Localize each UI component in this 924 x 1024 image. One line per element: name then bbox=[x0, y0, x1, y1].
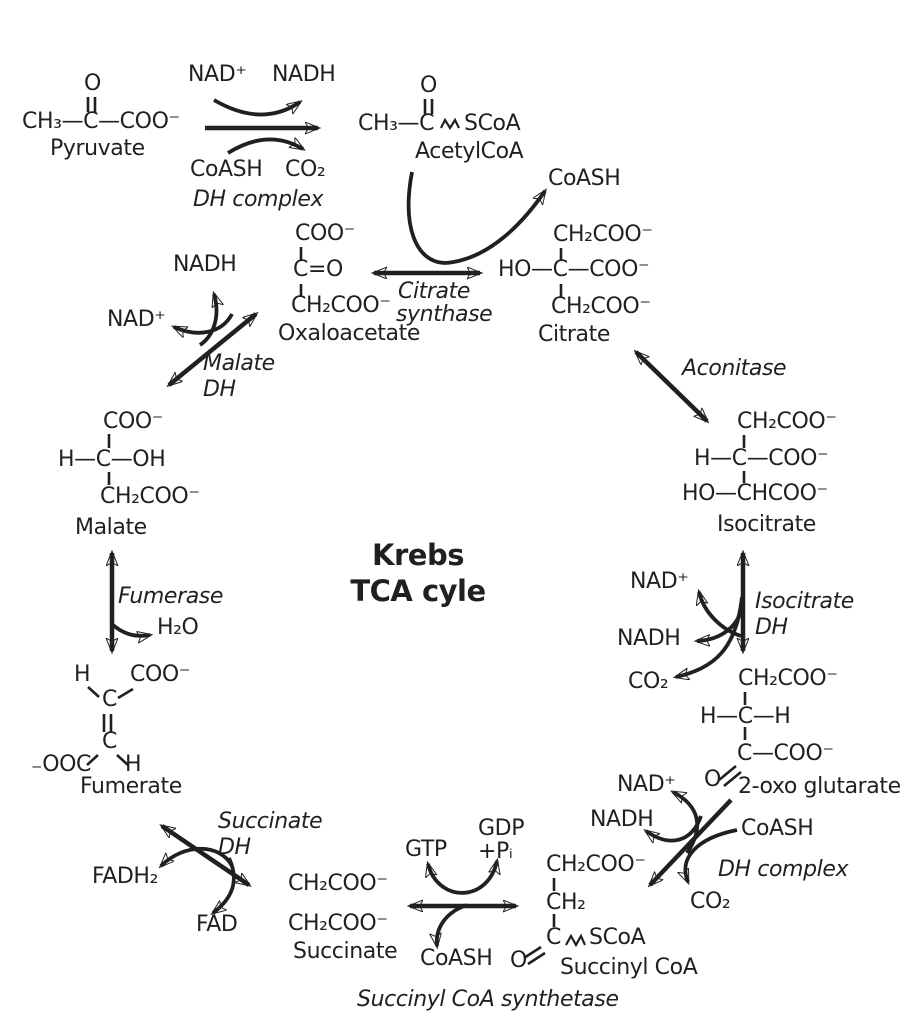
isocitrate-line2: H—C—COO⁻ bbox=[694, 446, 829, 471]
pdh-co2-label: CO₂ bbox=[285, 157, 326, 182]
scs-gdp-label: GDP bbox=[478, 816, 525, 841]
oxoglutarate-line3: C—COO⁻ bbox=[737, 741, 834, 766]
pyruvate-carbonyl-o: O bbox=[84, 71, 101, 96]
pdh-coash-label: CoASH bbox=[190, 157, 263, 182]
scs-coash-curve bbox=[437, 903, 468, 946]
succinate-label: Succinate bbox=[293, 939, 398, 964]
succinate-line1: CH₂COO⁻ bbox=[288, 871, 388, 896]
ogdh-coash-label: CoASH bbox=[741, 816, 814, 841]
malate-line1: COO⁻ bbox=[103, 409, 164, 434]
oxaloacetate-label: Oxaloacetate bbox=[278, 321, 420, 346]
succinylcoa-carbonyl-o: O bbox=[510, 948, 527, 973]
oxoglutarate-line2: H—C—H bbox=[700, 704, 791, 729]
acetylcoa-chain: CH₃—C bbox=[358, 111, 435, 136]
pyruvate-dh-enzyme-label: DH complex bbox=[193, 187, 324, 212]
idh-nadh-label: NADH bbox=[617, 626, 681, 651]
fumerase-h2o-label: H₂O bbox=[157, 615, 199, 640]
malate-label: Malate bbox=[75, 515, 147, 540]
oxaloacetate-line1: COO⁻ bbox=[295, 221, 356, 246]
succinylcoa-line2: CH₂ bbox=[546, 890, 586, 915]
aconitase-label: Aconitase bbox=[682, 356, 787, 381]
acetylcoa-thiol: SCoA bbox=[464, 111, 521, 136]
malate-line3: CH₂COO⁻ bbox=[100, 484, 200, 509]
fumarate-coo-top: COO⁻ bbox=[130, 662, 191, 687]
oxoglutarate-dh-enzyme-label: DH complex bbox=[718, 857, 849, 882]
fumarate-label: Fumerate bbox=[80, 774, 182, 799]
acetylcoa-label: AcetylCoA bbox=[415, 139, 524, 164]
idh-nad-curve bbox=[699, 592, 742, 638]
fumarate-c-bottom: C bbox=[102, 729, 117, 754]
nad-to-nadh-curve-pdh bbox=[213, 98, 300, 117]
idh-nadh-curve bbox=[697, 600, 745, 641]
sdh-fad-curve bbox=[213, 857, 236, 913]
acetylcoa-thioester-squiggle bbox=[440, 117, 460, 131]
oxaloacetate-line2: C=O bbox=[293, 257, 343, 282]
citrate-line1: CH₂COO⁻ bbox=[553, 222, 653, 247]
oxaloacetate-line3: CH₂COO⁻ bbox=[291, 293, 391, 318]
acetylcoa-to-coash-curve bbox=[406, 171, 545, 265]
diagram-title-line1: Krebs bbox=[372, 538, 464, 572]
pdh-nadh-label: NADH bbox=[272, 62, 336, 87]
succinate-dh-label-line1: Succinate bbox=[218, 809, 323, 834]
citrate-line3: CH₂COO⁻ bbox=[551, 294, 651, 319]
isocitrate-line1: CH₂COO⁻ bbox=[737, 409, 837, 434]
fumarate-c-top: C bbox=[102, 687, 117, 712]
pyruvate-label: Pyruvate bbox=[50, 136, 145, 161]
pyruvate-formula: CH₃—C—COO⁻ bbox=[22, 109, 180, 134]
succinate-line2: CH₂COO⁻ bbox=[288, 911, 388, 936]
succinylcoa-line1: CH₂COO⁻ bbox=[546, 852, 646, 877]
malate-line2: H—C—OH bbox=[58, 447, 166, 472]
idh-nad-label: NAD⁺ bbox=[630, 569, 689, 594]
mdh-nadh-curve bbox=[198, 294, 216, 347]
ogdh-nad-curve bbox=[673, 790, 700, 855]
isocitrate-line3: HO—CHCOO⁻ bbox=[682, 481, 828, 506]
sdh-fadh2-label: FADH₂ bbox=[92, 864, 158, 889]
succinylcoa-c: C bbox=[546, 925, 561, 950]
scs-gtp-gdp-curve bbox=[428, 861, 497, 895]
coash-to-co2-curve-pdh bbox=[226, 139, 303, 155]
fumarate-h-bottom: H bbox=[125, 752, 142, 777]
idh-co2-label: CO₂ bbox=[628, 669, 669, 694]
oxoglutarate-carbonyl-o: O bbox=[704, 767, 721, 792]
succinylcoa-carbonyl-double-bond bbox=[523, 945, 546, 966]
fumerase-label: Fumerase bbox=[118, 584, 223, 609]
succinylcoa-label: Succinyl CoA bbox=[560, 955, 698, 980]
citrate-synthase-label-line1: Citrate bbox=[398, 279, 470, 304]
mdh-nad-curve bbox=[174, 313, 234, 333]
succinylcoa-thioester-squiggle bbox=[565, 933, 587, 948]
oxoglutarate-label: 2-oxo glutarate bbox=[738, 774, 901, 799]
ogdh-nad-label: NAD⁺ bbox=[617, 772, 676, 797]
succinylcoa-synthetase-label: Succinyl CoA synthetase bbox=[357, 987, 619, 1012]
sdh-fad-label: FAD bbox=[196, 912, 238, 937]
isocitrate-dh-label-line2: DH bbox=[755, 615, 788, 640]
ogdh-co2-label: CO₂ bbox=[690, 889, 731, 914]
isocitrate-dh-label-line1: Isocitrate bbox=[755, 589, 854, 614]
fumarate-ooc: ₋OOC bbox=[31, 752, 92, 777]
idh-co2-curve bbox=[676, 596, 744, 677]
acetylcoa-carbonyl-o: O bbox=[420, 73, 437, 98]
mdh-nadh-label: NADH bbox=[173, 252, 237, 277]
succinate-dh-label-line2: DH bbox=[218, 835, 251, 860]
mdh-nad-label: NAD⁺ bbox=[107, 307, 166, 332]
citrate-synthase-label-line2: synthase bbox=[396, 302, 493, 327]
fumerase-h2o-curve bbox=[110, 622, 150, 636]
scs-coash-label: CoASH bbox=[420, 946, 493, 971]
scs-pi-label: +Pᵢ bbox=[478, 839, 513, 864]
citrate-line2: HO—C—COO⁻ bbox=[498, 257, 650, 282]
diagram-title-line2: TCA cyle bbox=[350, 573, 486, 608]
citrate-label: Citrate bbox=[538, 322, 610, 347]
isocitrate-label: Isocitrate bbox=[717, 512, 816, 537]
fumarate-h-top: H bbox=[74, 662, 91, 687]
ogdh-nadh-label: NADH bbox=[590, 807, 654, 832]
diagram-title: Krebs TCA cyle bbox=[338, 538, 498, 610]
malate-dh-label-line1: Malate bbox=[203, 351, 275, 376]
pdh-nad-label: NAD⁺ bbox=[188, 62, 247, 87]
oxoglutarate-line1: CH₂COO⁻ bbox=[738, 666, 838, 691]
scs-gtp-label: GTP bbox=[405, 837, 447, 862]
cs-coash-label: CoASH bbox=[548, 166, 621, 191]
malate-dh-label-line2: DH bbox=[203, 377, 236, 402]
succinylcoa-thiol: SCoA bbox=[589, 925, 646, 950]
ogdh-nadh-curve bbox=[646, 815, 703, 841]
fumarate-bottom-bonds bbox=[86, 754, 129, 766]
